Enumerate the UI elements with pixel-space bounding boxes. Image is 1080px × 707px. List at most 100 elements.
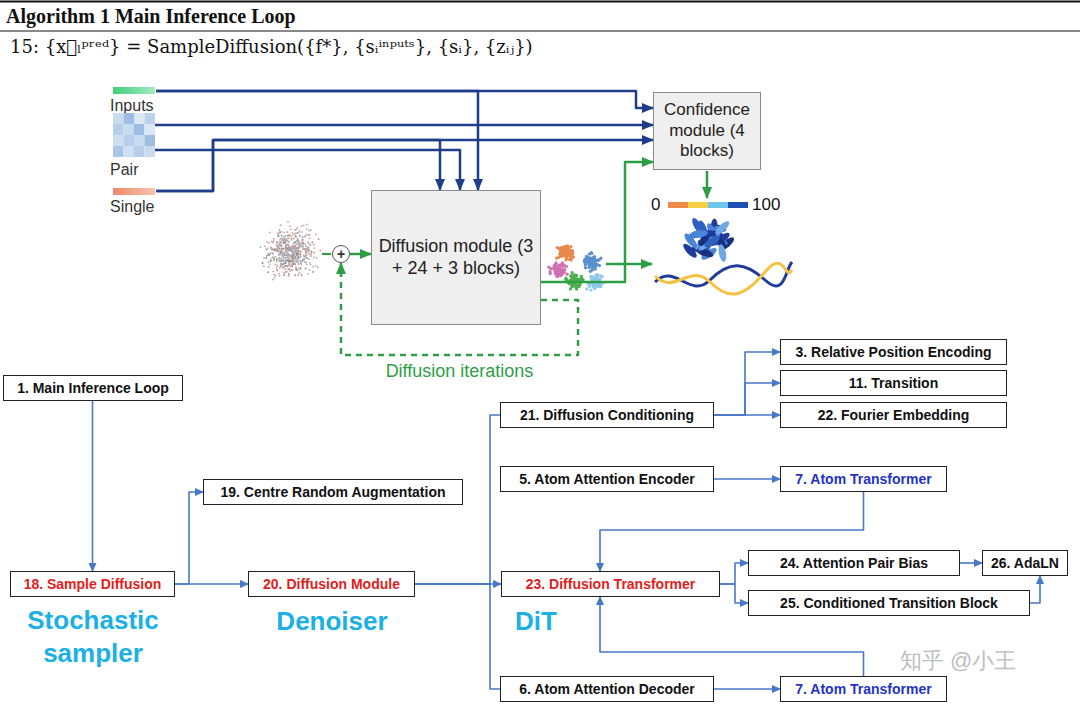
noise-dot [306,264,308,266]
box-label: 18. Sample Diffusion [24,576,162,592]
noise-dot [287,244,289,246]
process-box: 25. Conditioned Transition Block [748,590,1030,616]
noise-dot [278,254,280,256]
noise-dot [284,254,286,256]
noise-dot [269,232,271,234]
box-label: 1. Main Inference Loop [17,380,169,396]
connector [156,140,440,191]
noise-dot [270,247,272,249]
noise-dot [287,265,289,267]
feature-bar: Single [110,188,154,216]
box-label: 7. Atom Transformer [795,471,931,487]
noise-dot [292,244,294,246]
noise-dot [300,260,302,262]
noise-dot [281,250,283,252]
helix [717,244,727,263]
connector [720,584,748,603]
box-label: 24. Attention Pair Bias [780,555,928,571]
noise-dot [307,242,309,244]
noise-dot [285,241,287,243]
pair-cell [124,146,135,157]
noise-dot [295,228,297,230]
atom-dot [570,259,573,262]
process-box: 26. AdaLN [982,550,1068,576]
atom-dot [569,245,572,248]
noise-dot [304,261,306,263]
noise-dot [284,238,286,240]
noise-dot [297,239,299,241]
noise-dot [274,248,276,250]
noise-dot [283,259,285,261]
output-arrow [606,263,652,266]
box-label: 3. Relative Position Encoding [795,344,991,360]
noise-dot [280,252,282,254]
noise-dot [284,252,286,254]
noise-dot [278,254,280,256]
noise-dot [297,270,299,272]
noise-dot [270,259,272,261]
connector [415,584,500,689]
noise-dot [297,255,299,257]
helix [681,242,699,260]
atom-dot [554,263,557,266]
group-label: DiT [506,606,566,637]
noise-dot [289,260,291,262]
box-label: 11. Transition [849,375,938,391]
noise-dot [280,246,282,248]
atom-dot [568,251,571,254]
feature-bar [113,87,155,94]
connector [156,91,478,190]
atom-dot [571,285,574,288]
noise-dot [288,235,290,237]
noise-dot [305,245,307,247]
atom-dot [596,263,599,266]
noise-dot [311,251,313,253]
noise-dot [303,255,305,257]
atom-dot [593,277,596,280]
noise-dot [300,268,302,270]
noise-dot [273,238,275,240]
formula: 15: {x⃗ₗᵖʳᵉᵈ} = SampleDiffusion({f*}, {s… [10,36,533,57]
noise-dot [300,246,302,248]
noise-dot [298,263,300,265]
process-box: 22. Fourier Embedding [780,402,1007,428]
scale-bar [688,202,708,208]
noise-dot [289,268,291,270]
noise-dot [274,277,276,279]
noise-dot [309,262,311,264]
noise-dot [303,248,305,250]
noise-dot [285,246,287,248]
noise-dot [279,238,281,240]
noise-dot [284,257,286,259]
box-label: 6. Atom Attention Decoder [519,681,695,697]
dna-strand [655,263,792,294]
noise-dot [286,235,288,237]
noise-dot [291,261,293,263]
noise-dot [287,247,289,249]
connector [156,140,653,191]
noise-dot [300,251,302,253]
noise-dot [311,242,313,244]
noise-dot [289,260,291,262]
noise-dot [268,242,270,244]
noise-dot [287,250,289,252]
atom-dot [566,273,569,276]
atom-dot [587,261,590,264]
connector [1030,576,1040,603]
noise-dot [287,235,289,237]
rule [0,1,1080,3]
noise-dot [285,265,287,267]
box-label: 7. Atom Transformer [795,681,931,697]
scale-bar [728,202,748,208]
noise-dot [301,243,303,245]
noise-dot [281,263,283,265]
atom-dot [572,255,575,258]
noise-dot [306,254,308,256]
process-box: 1. Main Inference Loop [3,375,183,401]
noise-dot [286,255,288,257]
noise-dot [296,227,298,229]
noise-dot [278,250,280,252]
noise-dot [303,242,305,244]
connector [156,91,653,108]
noise-dot [276,270,278,272]
